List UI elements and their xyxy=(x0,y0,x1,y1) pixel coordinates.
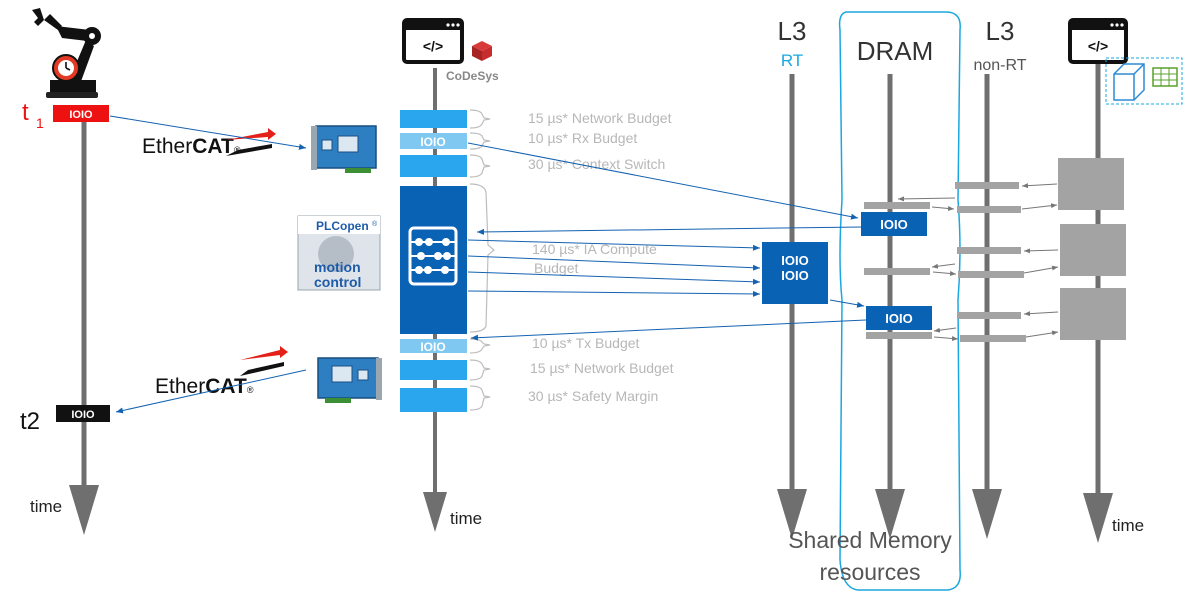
rx-packet-label: IOIO xyxy=(420,135,445,149)
svg-text:®: ® xyxy=(372,220,378,228)
dram-packet-2 xyxy=(866,306,932,330)
l3-nonrt-title: L3 xyxy=(986,16,1015,46)
code-window-icon-right: </> xyxy=(1068,18,1128,64)
code-window-icon: </> xyxy=(402,18,464,64)
dram-packet-1 xyxy=(861,212,927,236)
t1-label: t xyxy=(22,99,29,126)
budget-network-2: 15 µs* Network Budget xyxy=(530,360,674,376)
network-card-icon-top xyxy=(311,125,377,173)
robot-arm-icon xyxy=(32,8,101,98)
svg-text:control: control xyxy=(314,274,361,290)
network-budget-block-1 xyxy=(400,110,467,128)
codesys-time-label: time xyxy=(450,509,482,528)
shared-memory-label-line2: resources xyxy=(820,559,921,585)
dram-packet-2-label: IOIO xyxy=(885,311,912,326)
t1-packet-label: IOIO xyxy=(69,109,93,121)
shared-memory-outline xyxy=(838,11,961,591)
l3-rt-packet xyxy=(762,242,828,304)
t2-label: t2 xyxy=(20,408,40,435)
blue-data-arrows xyxy=(109,115,867,414)
network-card-icon-bottom xyxy=(317,357,382,403)
svg-text:EtherCAT®: EtherCAT® xyxy=(142,135,241,158)
codesys-logo: CoDeSys xyxy=(446,41,499,83)
ethercat-logo-top: EtherCAT® xyxy=(142,128,276,158)
plcopen-motion-control-logo: PLCopen ® motion control xyxy=(297,215,381,291)
gray-data-arrows xyxy=(897,183,1059,341)
budget-compute-line1: 140 µs* IA Compute xyxy=(532,241,657,257)
budget-rx: 10 µs* Rx Budget xyxy=(528,130,637,146)
dram-packet-1-label: IOIO xyxy=(880,217,907,232)
svg-text:motion: motion xyxy=(314,259,361,275)
svg-text:</>: </> xyxy=(1088,38,1108,54)
network-budget-block-2 xyxy=(400,360,467,380)
budget-compute-line2: Budget xyxy=(534,260,578,276)
nonrt-workload-block-1 xyxy=(1058,158,1124,210)
t2-packet-label: IOIO xyxy=(71,409,95,421)
nonrt-workload-block-2 xyxy=(1060,224,1126,276)
svg-text:CoDeSys: CoDeSys xyxy=(446,69,499,83)
rx-budget-block xyxy=(400,133,467,149)
safety-margin-block xyxy=(400,388,467,412)
l3-nonrt-subtitle: non-RT xyxy=(973,57,1026,74)
svg-text:PLCopen: PLCopen xyxy=(316,219,369,233)
t2-packet xyxy=(56,405,110,422)
t1-subscript: 1 xyxy=(36,115,44,131)
l3-rt-packet-line2: IOIO xyxy=(781,268,808,283)
gray-cache-bars xyxy=(864,182,1026,342)
budget-safety-margin: 30 µs* Safety Margin xyxy=(528,388,658,404)
robot-time-label: time xyxy=(30,497,62,516)
svg-text:</>: </> xyxy=(423,38,443,54)
abacus-icon xyxy=(408,226,458,286)
l3-rt-packet-line1: IOIO xyxy=(781,253,808,268)
right-time-label: time xyxy=(1112,516,1144,535)
budget-braces xyxy=(469,109,495,411)
ethercat-logo-bottom: EtherCAT® xyxy=(155,346,288,398)
shared-memory-label-line1: Shared Memory xyxy=(788,527,952,553)
budget-network-1: 15 µs* Network Budget xyxy=(528,110,672,126)
l3-rt-title: L3 xyxy=(778,16,807,46)
nonrt-workload-block-3 xyxy=(1060,288,1126,340)
t1-packet xyxy=(53,105,109,122)
dram-title: DRAM xyxy=(857,36,934,66)
budget-tx: 10 µs* Tx Budget xyxy=(532,335,640,351)
svg-text:EtherCAT®: EtherCAT® xyxy=(155,375,254,398)
l3-rt-subtitle: RT xyxy=(781,51,803,70)
budget-context-switch: 30 µs* Context Switch xyxy=(528,156,665,172)
tx-packet-label: IOIO xyxy=(420,340,445,354)
tx-budget-block xyxy=(400,339,467,353)
workload-cube-icon xyxy=(1105,57,1183,105)
context-switch-block xyxy=(400,155,467,177)
